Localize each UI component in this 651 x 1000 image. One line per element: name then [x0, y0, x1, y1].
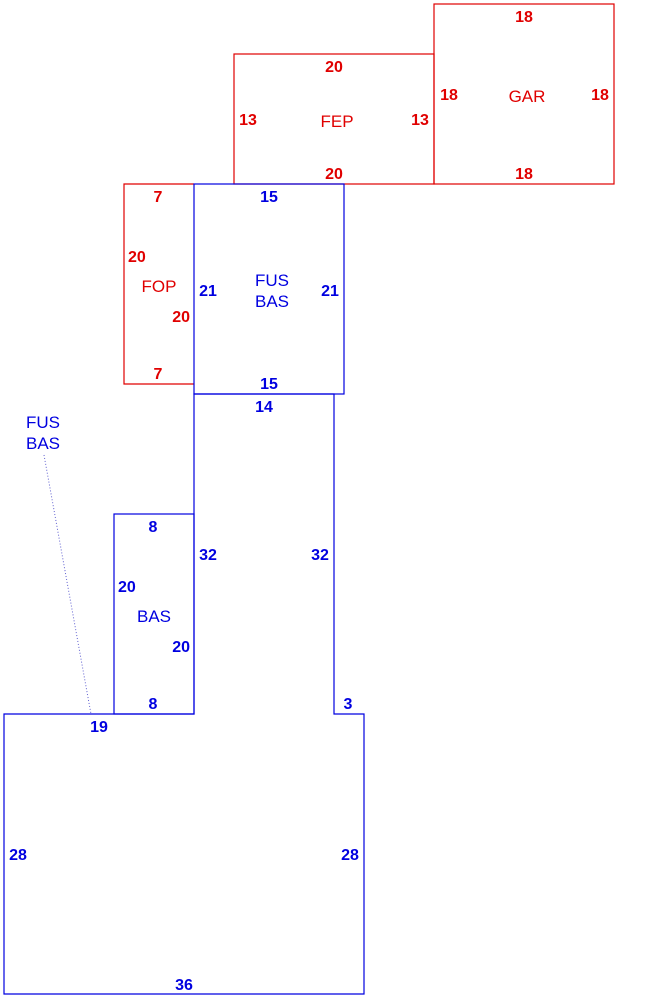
fop-outline[interactable] [123, 183, 194, 385]
main-outline[interactable] [3, 393, 365, 995]
fep-right-dim: 13 [411, 112, 429, 129]
fop-top-dim: 7 [154, 189, 163, 206]
bas-bottom-dim: 8 [149, 696, 158, 713]
fus-bas-left-dim: 21 [199, 283, 217, 300]
main-left-dim: 28 [9, 847, 27, 864]
main-bottom-dim: 36 [175, 977, 193, 994]
main-label-line1: FUS [26, 413, 60, 432]
gar-top-dim: 18 [515, 9, 533, 26]
main-step-left-dim: 19 [90, 719, 108, 736]
bas-top-dim: 8 [149, 519, 158, 536]
fop-label: FOP [142, 277, 177, 296]
gar-right-dim: 18 [591, 87, 609, 104]
leader-line [43, 454, 92, 715]
fep-label: FEP [320, 112, 353, 131]
fop-bottom-dim: 7 [154, 366, 163, 383]
fep-top-dim: 20 [325, 59, 343, 76]
fep-left-dim: 13 [239, 112, 257, 129]
fus-bas-label-line2: BAS [255, 292, 289, 311]
fus-bas-label-line1: FUS [255, 271, 289, 290]
bas-outline[interactable] [113, 513, 195, 715]
gar-bottom-dim: 18 [515, 166, 533, 183]
gar-left-dim: 18 [440, 87, 458, 104]
fus-bas-bottom-dim: 15 [260, 376, 278, 393]
fus-bas-right-dim: 21 [321, 283, 339, 300]
main-top-dim: 14 [255, 399, 273, 416]
main-label-line2: BAS [26, 434, 60, 453]
main-right-dim: 28 [341, 847, 359, 864]
main-left-upper-dim: 32 [199, 547, 217, 564]
fus-bas-top-dim: 15 [260, 189, 278, 206]
bas-left-dim: 20 [118, 579, 136, 596]
main-step-right-dim: 3 [344, 696, 353, 713]
fop-right-dim: 20 [172, 309, 190, 326]
bas-label: BAS [137, 607, 171, 626]
gar-label: GAR [509, 87, 546, 106]
fop-left-dim: 20 [128, 249, 146, 266]
bas-right-dim: 20 [172, 639, 190, 656]
main-right-upper-dim: 32 [311, 547, 329, 564]
fep-bottom-dim: 20 [325, 166, 343, 183]
